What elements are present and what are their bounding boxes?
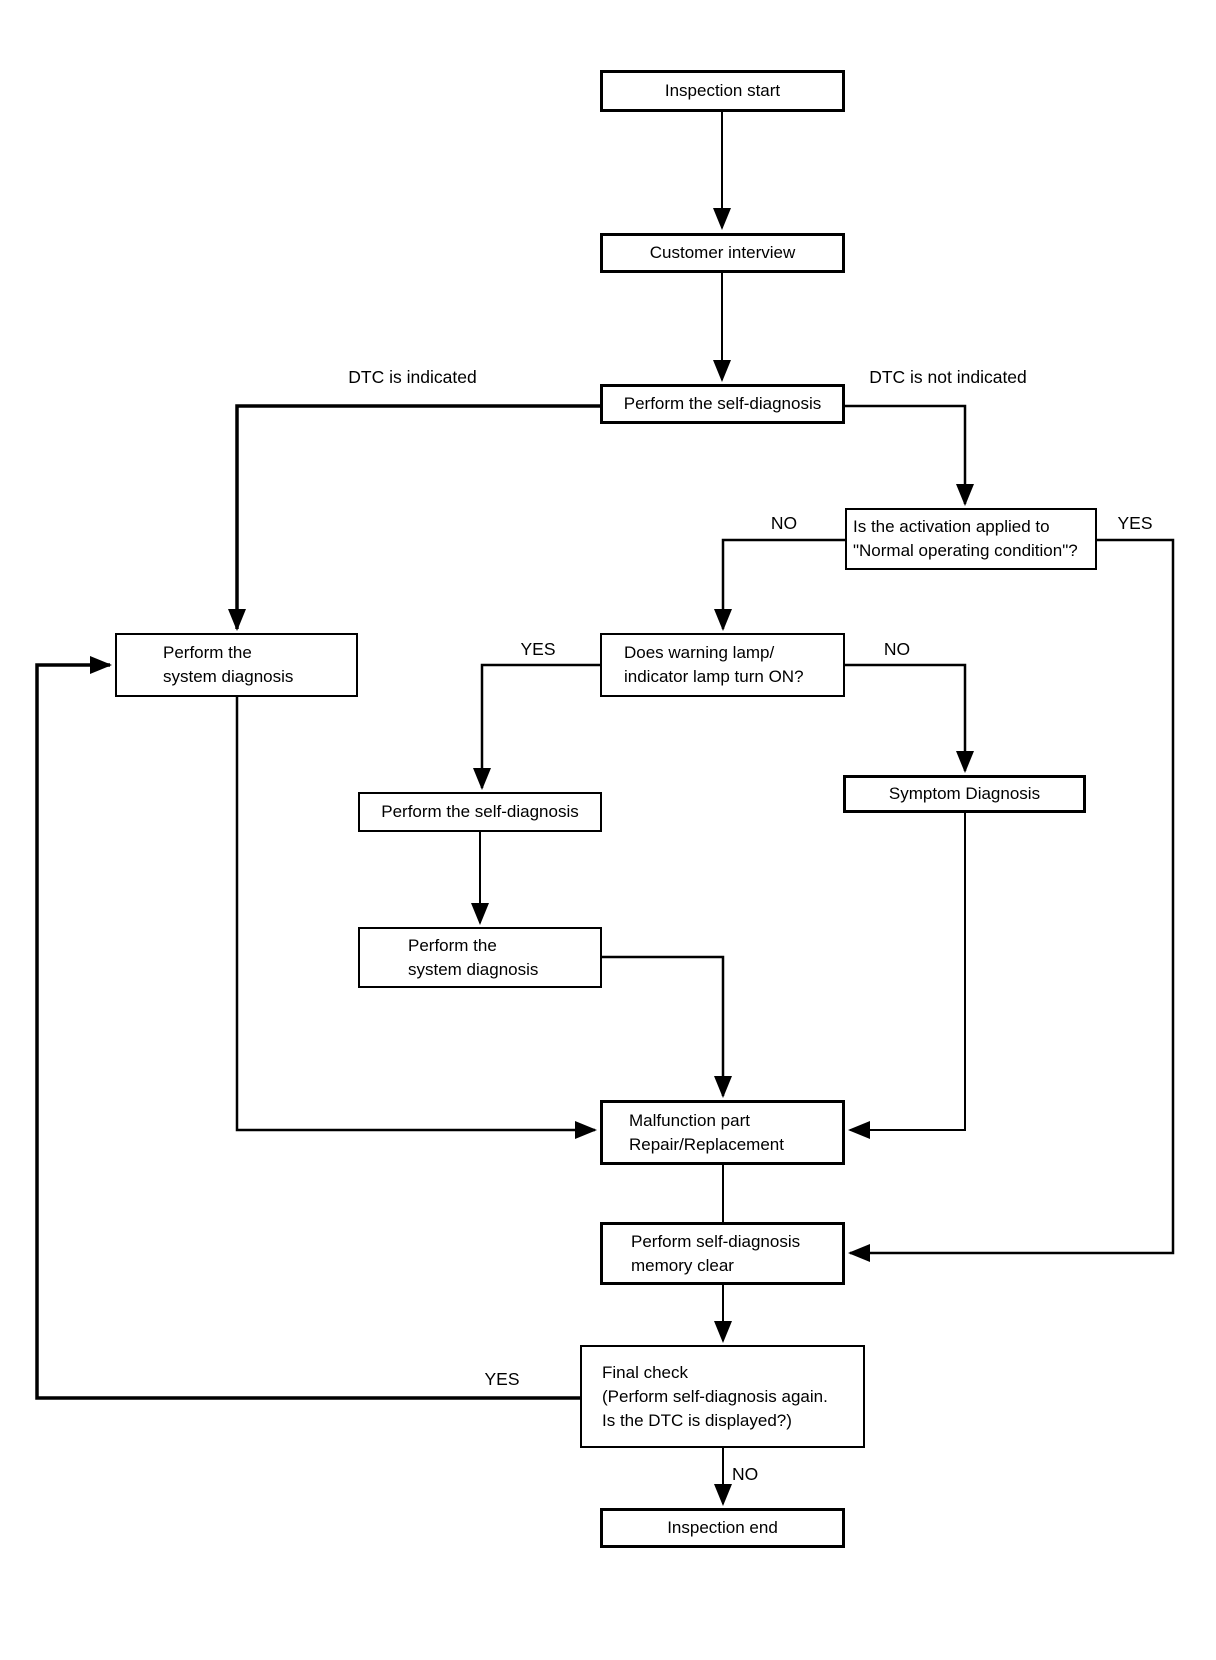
node-final-check-label: Final check (Perform self-diagnosis agai… (602, 1362, 828, 1430)
node-inspection-start-label: Inspection start (664, 81, 781, 100)
connector-system-diagnosis-mid-to-malfunction (602, 955, 732, 1098)
edge-label-lamp-yes: YES (520, 639, 556, 659)
connector-dtc-indicated-to-system-diagnosis (228, 404, 600, 631)
edge-label-final-yes: YES (484, 1369, 520, 1389)
node-system-diagnosis-mid-label: Perform the system diagnosis (408, 935, 539, 979)
connector-final-check-yes-loop (35, 656, 580, 1400)
node-system-diagnosis-mid: Perform the system diagnosis (358, 927, 602, 988)
connector-system-diagnosis-left-to-malfunction (235, 697, 597, 1139)
node-warning-lamp-check-label: Does warning lamp/ indicator lamp turn O… (624, 643, 804, 686)
node-self-diagnosis-mid: Perform the self-diagnosis (358, 792, 602, 832)
node-malfunction-repair-label: Malfunction part Repair/Replacement (629, 1110, 784, 1154)
connector-symptom-diagnosis-to-malfunction (848, 813, 966, 1139)
connector-activation-yes-to-memory-clear (848, 538, 1175, 1262)
edge-label-dtc-not-indicated: DTC is not indicated (869, 367, 1027, 387)
connector-lamp-no-to-symptom-diagnosis (845, 663, 974, 773)
node-system-diagnosis-left-label: Perform the system diagnosis (163, 643, 294, 686)
node-malfunction-repair: Malfunction part Repair/Replacement (600, 1100, 845, 1165)
edge-label-activation-no: NO (770, 513, 798, 533)
edge-label-dtc-indicated: DTC is indicated (348, 367, 477, 387)
edge-label-lamp-no: NO (883, 639, 911, 659)
connector-lamp-yes-to-self-diagnosis-mid (473, 663, 600, 790)
node-final-check: Final check (Perform self-diagnosis agai… (580, 1345, 865, 1448)
node-customer-interview: Customer interview (600, 233, 845, 273)
node-self-diagnosis-main-label: Perform the self-diagnosis (623, 394, 822, 413)
node-customer-interview-label: Customer interview (649, 243, 796, 262)
connector-dtc-not-indicated-to-activation-check (845, 404, 974, 506)
node-activation-check-label: Is the activation applied to "Normal ope… (853, 517, 1078, 560)
node-self-diagnosis-mid-label: Perform the self-diagnosis (381, 802, 579, 821)
edge-label-final-no: NO (732, 1464, 759, 1484)
node-inspection-end-label: Inspection end (667, 1518, 778, 1537)
connector-activation-no-to-warning-lamp (714, 538, 845, 631)
node-memory-clear: Perform self-diagnosis memory clear (600, 1222, 845, 1285)
node-self-diagnosis-main: Perform the self-diagnosis (600, 384, 845, 424)
node-symptom-diagnosis-label: Symptom Diagnosis (888, 784, 1041, 803)
node-warning-lamp-check: Does warning lamp/ indicator lamp turn O… (600, 633, 845, 697)
node-inspection-start: Inspection start (600, 70, 845, 112)
edge-label-activation-yes: YES (1117, 513, 1153, 533)
node-inspection-end: Inspection end (600, 1508, 845, 1548)
node-symptom-diagnosis: Symptom Diagnosis (843, 775, 1086, 813)
node-memory-clear-label: Perform self-diagnosis memory clear (631, 1231, 801, 1275)
node-system-diagnosis-left: Perform the system diagnosis (115, 633, 358, 697)
node-activation-check: Is the activation applied to "Normal ope… (845, 508, 1097, 570)
